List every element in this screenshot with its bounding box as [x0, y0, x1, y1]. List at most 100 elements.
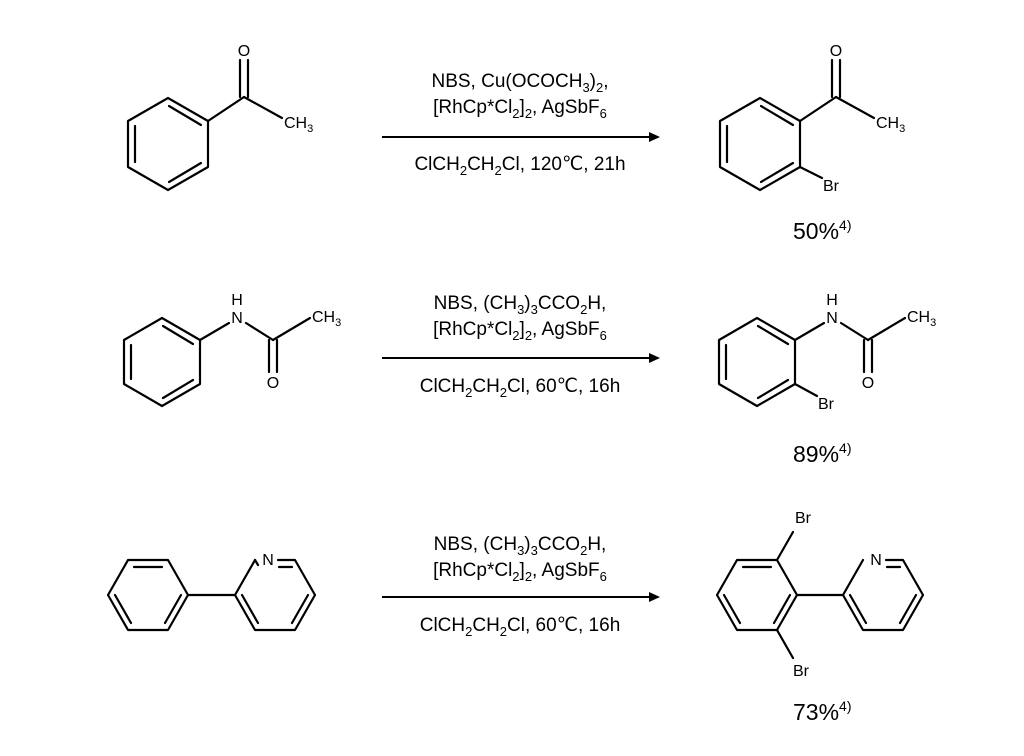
c-n-bond: [198, 321, 231, 342]
conditions-2: NBS, (CH3)3CCO2H, [RhCp*Cl2]2, AgSbF6 Cl…: [382, 293, 660, 400]
n-c-bond: [839, 321, 870, 342]
group-label-ch3: CH3: [284, 115, 313, 135]
atom-label-br-bottom: Br: [793, 663, 810, 680]
formula-text: H,: [587, 293, 606, 314]
formula-text: ): [524, 293, 530, 314]
formula-subscript: 2: [512, 106, 519, 121]
formula-subscript: 6: [600, 569, 607, 584]
condition-line-1: NBS, (CH3)3CCO2H,: [434, 534, 607, 558]
reaction-1: O CH3 NBS, Cu(OCOCH3)2, [RhCp*Cl2]2, AgS…: [126, 43, 905, 244]
single-bond: [206, 95, 246, 123]
formula-text: ): [590, 71, 596, 92]
aromatic-double-bond: [759, 104, 795, 127]
single-bond: [242, 95, 284, 120]
c-br-bond: [798, 165, 824, 180]
atom-label-h: H: [826, 292, 838, 309]
formula-text: ,: [603, 71, 608, 92]
formula-subscript: 2: [465, 624, 472, 639]
aromatic-double-bond: [756, 378, 790, 400]
pyridine-ring: [841, 558, 925, 632]
benzene-ring: [122, 316, 202, 408]
atom-label-h: H: [231, 292, 243, 309]
formula-text: ]: [520, 319, 525, 340]
c-br-bond-top: [775, 530, 795, 562]
yield-2: 89%4): [793, 440, 852, 467]
formula-text: ]: [520, 97, 525, 118]
formula-text: NBS, (CH: [434, 534, 517, 555]
aromatic-double-bond: [167, 161, 203, 184]
atom-label-n: N: [870, 552, 882, 569]
condition-line-3: ClCH2CH2Cl, 60℃, 16h: [420, 376, 621, 400]
reactant-2-acetanilide: H N O CH3: [122, 292, 341, 408]
formula-subscript: 6: [600, 106, 607, 121]
aromatic-double-bond: [240, 593, 260, 625]
formula-subscript: 6: [600, 328, 607, 343]
group-label-ch3: CH3: [312, 309, 341, 329]
formula-subscript: 2: [512, 328, 519, 343]
formula-text: CCO: [538, 293, 580, 314]
formula-subscript: 3: [517, 302, 524, 317]
yield-3: 73%4): [793, 698, 852, 725]
arrow-head: [649, 132, 660, 142]
condition-line-2: [RhCp*Cl2]2, AgSbF6: [433, 319, 607, 343]
reactant-1-acetophenone: O CH3: [126, 43, 313, 192]
aromatic-double-bond: [898, 593, 918, 625]
aromatic-double-bond: [848, 593, 868, 625]
reaction-3: N NBS, (CH3)3CCO2H, [RhCp*Cl2]2, AgSbF6 …: [106, 510, 925, 725]
formula-text: [RhCp*Cl: [433, 97, 512, 118]
formula-text: Cl, 60℃, 16h: [507, 615, 620, 636]
single-bond: [798, 95, 838, 123]
benzene-ring: [715, 558, 799, 632]
formula-text: [RhCp*Cl: [433, 319, 512, 340]
c-n-bond: [793, 321, 826, 342]
formula-subscript: 2: [465, 385, 472, 400]
aromatic-double-bond: [161, 378, 195, 400]
arrow-head: [649, 353, 660, 363]
group-label-ch3: CH3: [876, 115, 905, 135]
formula-subscript: 3: [517, 543, 524, 558]
formula-subscript: 2: [525, 569, 532, 584]
product-1-bromoacetophenone: O CH3 Br: [718, 43, 905, 195]
condition-line-2: [RhCp*Cl2]2, AgSbF6: [433, 560, 607, 584]
aromatic-double-bond: [722, 593, 742, 625]
conditions-1: NBS, Cu(OCOCH3)2, [RhCp*Cl2]2, AgSbF6 Cl…: [382, 71, 660, 178]
atom-label-n: N: [262, 552, 274, 569]
formula-text: Cl, 120℃, 21h: [502, 154, 626, 175]
formula-subscript: 2: [525, 328, 532, 343]
single-bond: [834, 95, 876, 120]
formula-text: NBS, Cu(OCOCH: [431, 71, 582, 92]
formula-subscript: 3: [531, 543, 538, 558]
reactant-3-phenylpyridine: N: [106, 552, 317, 632]
aromatic-double-bond: [290, 593, 310, 625]
c-br-bond-bottom: [775, 628, 795, 660]
formula-text: NBS, (CH: [434, 293, 517, 314]
reaction-2: H N O CH3 NBS, (CH3)3CCO2H, [RhCp*Cl2]2,…: [122, 292, 936, 467]
formula-text: CH: [472, 615, 499, 636]
formula-subscript: 3: [582, 80, 589, 95]
formula-text: ]: [520, 560, 525, 581]
aromatic-double-bond: [167, 104, 203, 127]
benzene-ring: [717, 316, 797, 408]
atom-label-br-top: Br: [795, 510, 812, 527]
formula-text: ClCH: [420, 376, 465, 397]
condition-line-3: ClCH2CH2Cl, 60℃, 16h: [420, 615, 621, 639]
formula-subscript: 2: [596, 80, 603, 95]
atom-label-o: O: [267, 375, 279, 392]
formula-text: ClCH: [420, 615, 465, 636]
formula-subscript: 2: [580, 302, 587, 317]
condition-line-2: [RhCp*Cl2]2, AgSbF6: [433, 97, 607, 121]
yield-1: 50%4): [793, 217, 852, 244]
formula-text: ClCH: [414, 154, 459, 175]
aromatic-double-bond: [113, 593, 133, 625]
formula-text: , AgSbF: [532, 97, 600, 118]
formula-text: CCO: [538, 534, 580, 555]
formula-text: CH: [472, 376, 499, 397]
benzene-ring: [126, 96, 210, 192]
condition-line-1: NBS, (CH3)3CCO2H,: [434, 293, 607, 317]
single-bond: [271, 316, 312, 342]
atom-label-o: O: [238, 43, 250, 60]
group-label-ch3: CH3: [907, 309, 936, 329]
atom-label-n: N: [231, 310, 243, 327]
formula-text: [RhCp*Cl: [433, 560, 512, 581]
